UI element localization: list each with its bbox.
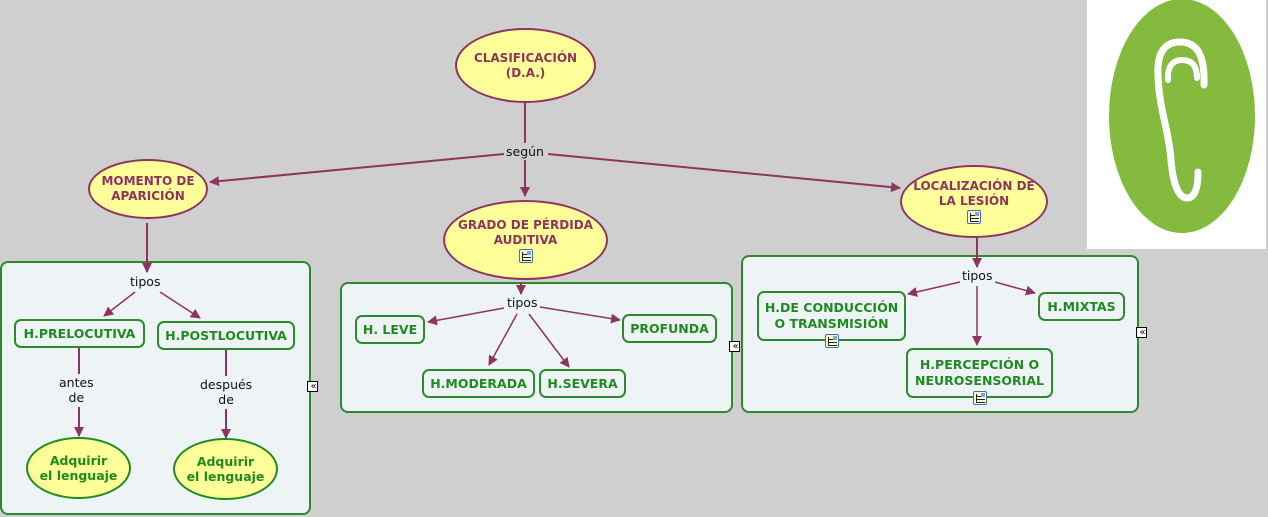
concept-h-severa[interactable]: H.SEVERA <box>539 369 626 398</box>
concept-h-leve[interactable]: H. LEVE <box>355 315 425 344</box>
collapse-group-button[interactable]: « <box>307 381 318 392</box>
concept-label: H.PRELOCUTIVA <box>23 325 136 341</box>
concept-h-moderada[interactable]: H.MODERADA <box>422 369 535 398</box>
concept-momento-aparicion[interactable]: MOMENTO DE APARICIÓN <box>88 159 208 219</box>
concept-label: el lenguaje <box>39 468 118 483</box>
concept-label: LA LESIÓN <box>938 194 1010 208</box>
link-segun-localizacion <box>547 153 901 193</box>
link-label-segun[interactable]: según <box>504 144 546 159</box>
concept-label: H.POSTLOCUTIVA <box>165 327 287 343</box>
concept-label: H.SEVERA <box>547 375 618 391</box>
link-label-despues-de[interactable]: después de <box>198 377 255 407</box>
concept-localizacion-lesion[interactable]: LOCALIZACIÓN DE LA LESIÓN <box>900 165 1048 238</box>
link-label-line: de <box>218 392 234 407</box>
concept-label: H.MIXTAS <box>1047 298 1116 314</box>
concept-label: Adquirir <box>49 453 108 468</box>
concept-label: (D.A.) <box>505 65 546 80</box>
concept-label: H.PERCEPCIÓN O <box>919 357 1040 372</box>
link-label-line: de <box>68 390 85 405</box>
concept-h-mixtas[interactable]: H.MIXTAS <box>1038 292 1125 321</box>
concept-label: MOMENTO DE <box>101 174 195 188</box>
link-label-line: después <box>200 377 253 392</box>
concept-label: APARICIÓN <box>111 189 185 203</box>
concept-label: GRADO DE PÉRDIDA <box>458 217 593 232</box>
collapse-group-button[interactable]: « <box>729 341 740 352</box>
concept-label: H. LEVE <box>362 321 418 337</box>
concept-profunda[interactable]: PROFUNDA <box>622 314 717 343</box>
concept-h-percepcion[interactable]: H.PERCEPCIÓN O NEUROSENSORIAL <box>906 348 1053 405</box>
concept-prelocutiva[interactable]: H.PRELOCUTIVA <box>14 319 145 348</box>
resource-document-icon[interactable] <box>518 248 533 263</box>
link-segun-momento <box>209 153 505 187</box>
concept-clasificacion[interactable]: CLASIFICACIÓN (D.A.) <box>455 28 596 103</box>
link-label-line: antes <box>59 375 94 390</box>
concept-adquirir-lenguaje[interactable]: Adquirir el lenguaje <box>173 438 278 500</box>
link-label-tipos[interactable]: tipos <box>128 274 163 289</box>
concept-label: PROFUNDA <box>630 320 709 336</box>
concept-label: H.DE CONDUCCIÓN <box>764 300 899 315</box>
concept-label: LOCALIZACIÓN DE <box>913 179 1035 193</box>
logo-panel <box>1087 0 1266 249</box>
concept-adquirir-lenguaje[interactable]: Adquirir el lenguaje <box>26 437 131 499</box>
concept-grado-perdida[interactable]: GRADO DE PÉRDIDA AUDITIVA <box>443 200 608 280</box>
concept-label: H.MODERADA <box>430 375 527 391</box>
concept-label: el lenguaje <box>186 469 265 484</box>
collapse-group-button[interactable]: « <box>1136 327 1147 338</box>
concept-label: O TRANSMISIÓN <box>774 316 889 331</box>
resource-document-icon[interactable] <box>967 210 981 224</box>
concept-label: NEUROSENSORIAL <box>915 373 1044 388</box>
concept-label: AUDITIVA <box>493 232 558 247</box>
concept-label: Adquirir <box>196 454 255 469</box>
concept-postlocutiva[interactable]: H.POSTLOCUTIVA <box>157 321 295 350</box>
resource-document-icon[interactable] <box>972 391 987 405</box>
link-label-tipos[interactable]: tipos <box>960 268 995 283</box>
ear-icon <box>1109 0 1255 233</box>
resource-document-icon[interactable] <box>824 334 839 348</box>
link-label-tipos[interactable]: tipos <box>505 295 540 310</box>
concept-h-conduccion[interactable]: H.DE CONDUCCIÓN O TRANSMISIÓN <box>757 291 906 348</box>
concept-label: CLASIFICACIÓN <box>473 50 578 65</box>
link-label-antes-de[interactable]: antes de <box>57 375 96 405</box>
